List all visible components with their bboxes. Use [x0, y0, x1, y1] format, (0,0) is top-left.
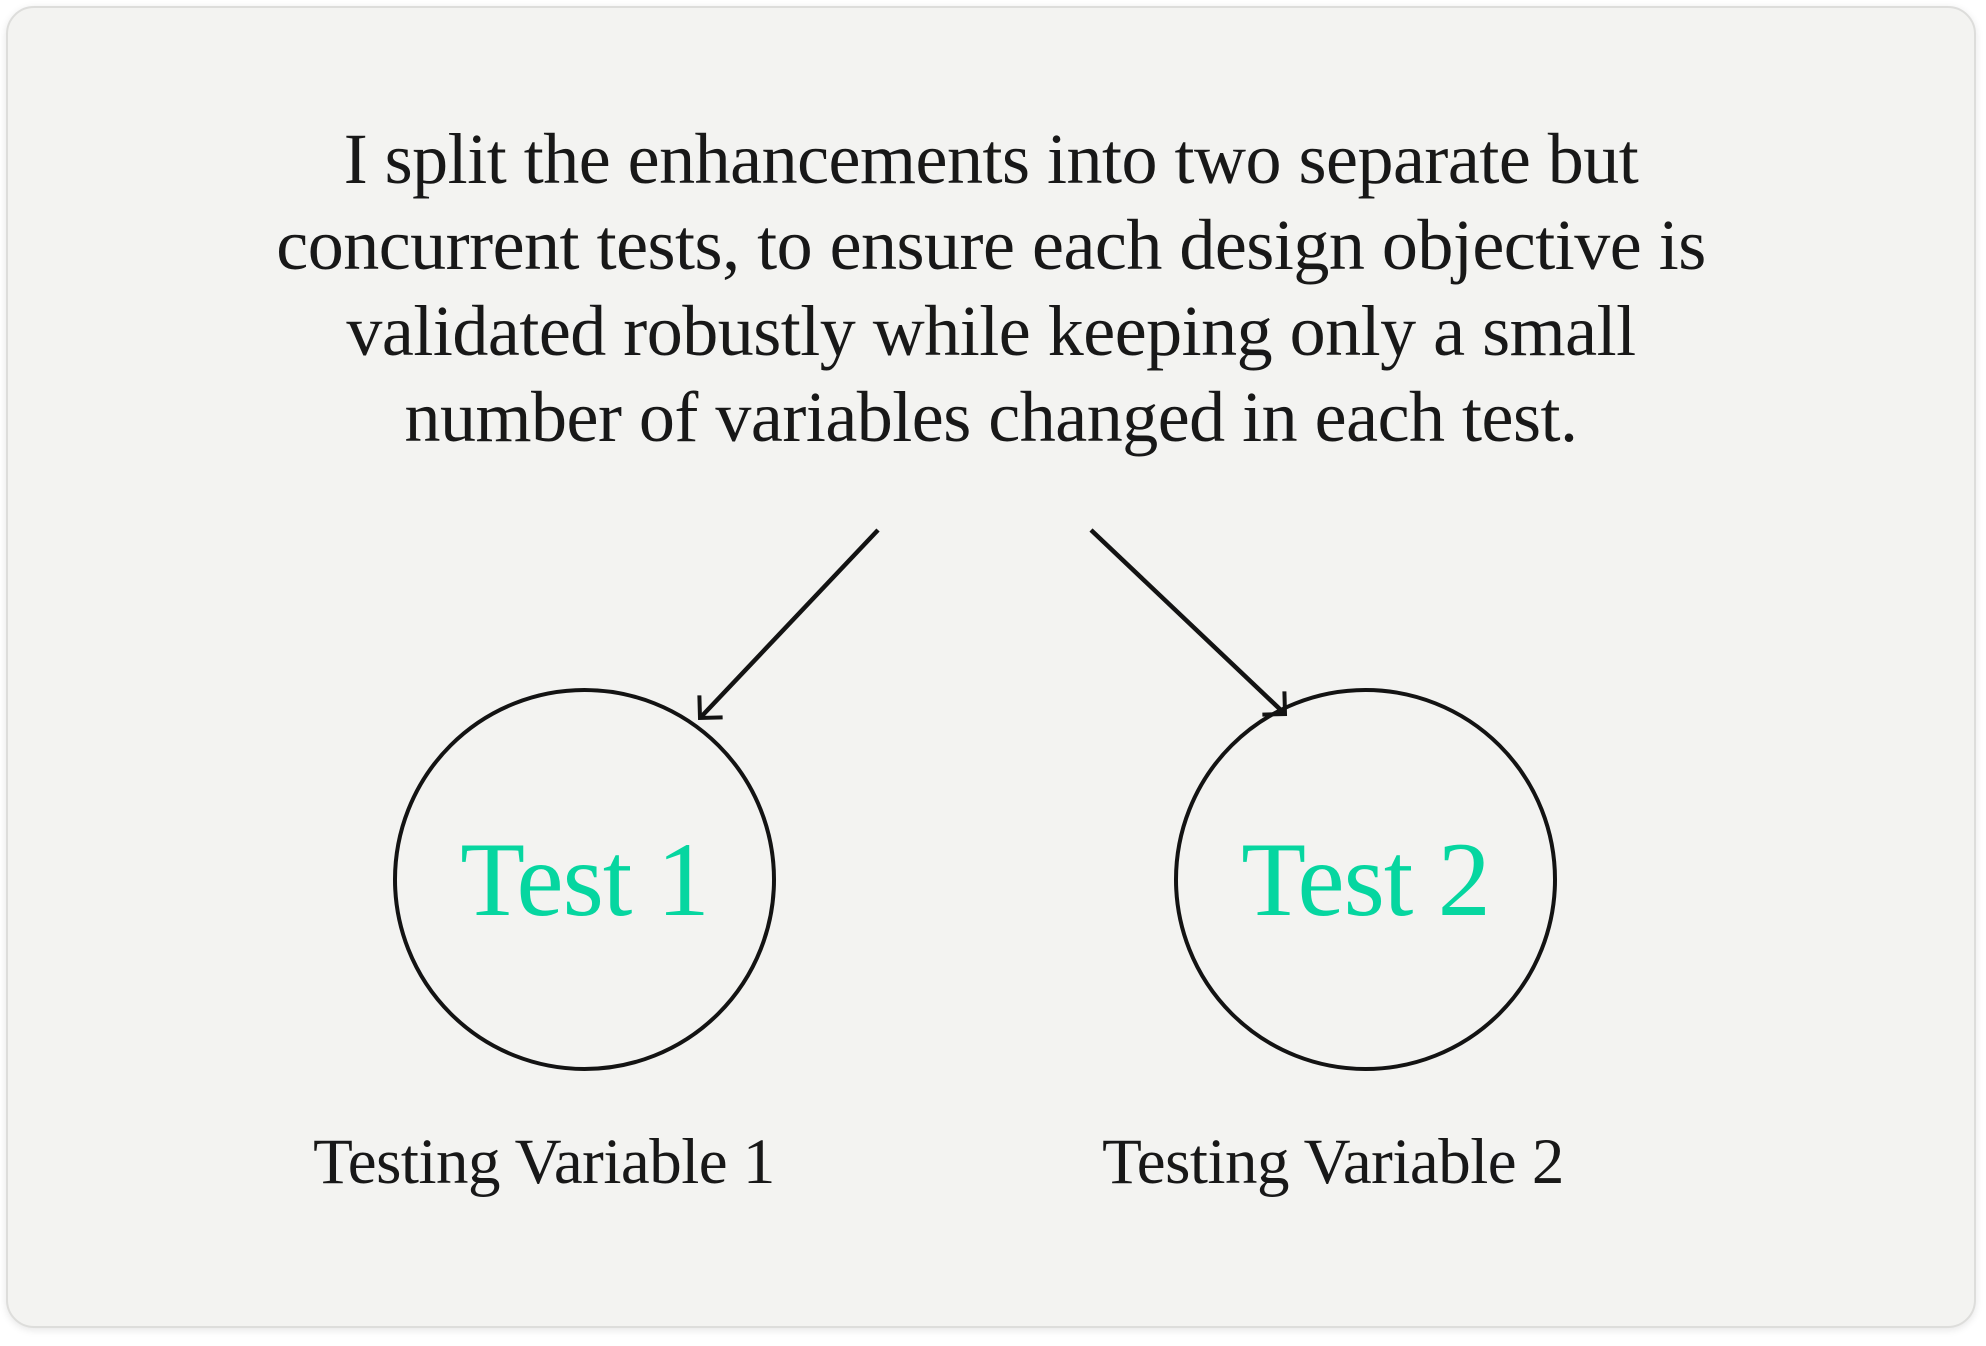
test-1-label: Test 1 — [460, 820, 710, 938]
test-1-caption: Testing Variable 1 — [313, 1126, 775, 1198]
arrow-to-test-2 — [1089, 528, 1288, 717]
test-2-circle: Test 2 — [1174, 688, 1557, 1071]
test-1-circle: Test 1 — [393, 688, 776, 1071]
intro-line-4: number of variables changed in each test… — [404, 377, 1578, 457]
test-2-caption: Testing Variable 2 — [1102, 1126, 1564, 1198]
test-2-label: Test 2 — [1241, 820, 1491, 938]
intro-line-1: I split the enhancements into two separa… — [343, 119, 1639, 199]
intro-line-2: concurrent tests, to ensure each design … — [276, 205, 1706, 285]
arrow-to-test-1 — [697, 528, 880, 721]
diagram-card: I split the enhancements into two separa… — [6, 6, 1976, 1328]
intro-paragraph: I split the enhancements into two separa… — [8, 116, 1974, 460]
intro-line-3: validated robustly while keeping only a … — [346, 291, 1636, 371]
